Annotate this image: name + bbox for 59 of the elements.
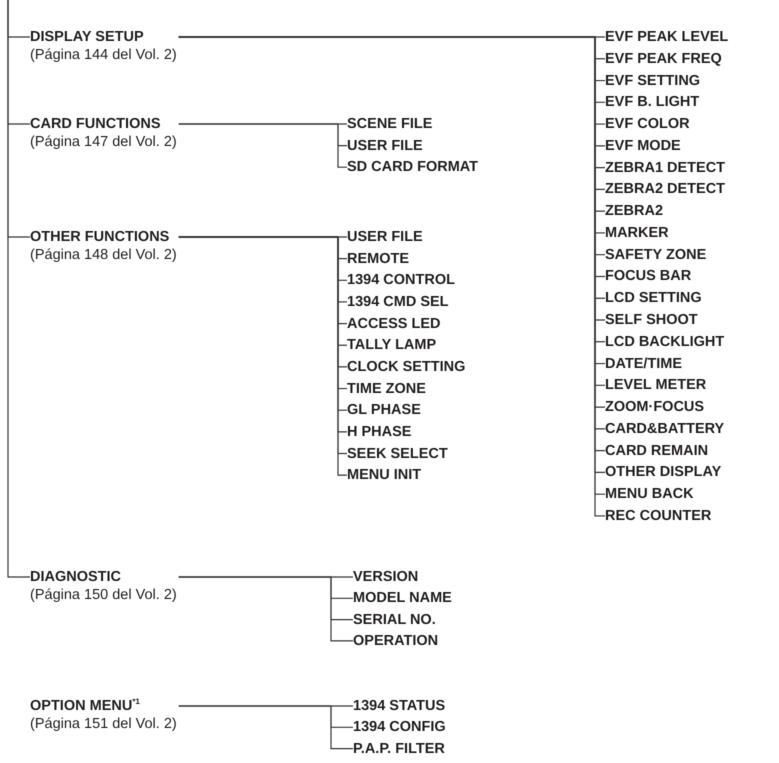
connector-line xyxy=(178,123,347,168)
menu-item: 1394 CMD SEL xyxy=(347,292,449,311)
connector-line xyxy=(178,576,353,642)
menu-item: ZEBRA2 DETECT xyxy=(605,180,726,198)
menu-item: LCD SETTING xyxy=(605,289,702,308)
menu-item: EVF SETTING xyxy=(605,72,700,90)
connector-line xyxy=(7,0,30,578)
menu-item: EVF PEAK LEVEL xyxy=(605,28,728,46)
menu-heading: CARD FUNCTIONS xyxy=(30,115,162,133)
menu-heading: OTHER FUNCTIONS xyxy=(30,228,170,246)
menu-item: MARKER xyxy=(605,224,669,242)
menu-item: REC COUNTER xyxy=(605,506,712,525)
menu-item: MODEL NAME xyxy=(353,589,452,608)
menu-item: ZEBRA1 DETECT xyxy=(605,158,726,177)
connector-line xyxy=(178,705,353,750)
menu-heading: DIAGNOSTIC xyxy=(30,568,122,586)
page-reference: (Página 151 del Vol. 2) xyxy=(30,715,177,733)
menu-item: GL PHASE xyxy=(347,401,421,420)
menu-item: 1394 CONFIG xyxy=(353,718,446,736)
menu-item: EVF PEAK FREQ xyxy=(605,50,722,68)
menu-item: SCENE FILE xyxy=(347,115,432,133)
menu-heading: OPTION MENU$^{*1}$ xyxy=(30,697,141,715)
menu-heading: DISPLAY SETUP xyxy=(30,28,145,46)
menu-item: OPERATION xyxy=(353,632,438,650)
menu-item: SERIAL NO. xyxy=(353,610,436,629)
menu-item: FOCUS BAR xyxy=(605,267,692,286)
menu-item: USER FILE xyxy=(347,136,423,155)
menu-item: USER FILE xyxy=(347,228,423,246)
menu-item: TIME ZONE xyxy=(347,380,426,398)
menu-item: MENU INIT xyxy=(347,466,422,484)
menu-item: EVF MODE xyxy=(605,136,681,155)
menu-item: SELF SHOOT xyxy=(605,311,698,329)
menu-item: CARD&BATTERY xyxy=(605,420,724,438)
page-reference: (Página 147 del Vol. 2) xyxy=(30,133,177,151)
menu-item: 1394 CONTROL xyxy=(347,271,455,290)
menu-item: SEEK SELECT xyxy=(347,444,448,462)
menu-item: DATE/TIME xyxy=(605,354,682,373)
menu-item: H PHASE xyxy=(347,422,412,441)
page-reference: (Página 150 del Vol. 2) xyxy=(30,586,177,604)
menu-item: VERSION xyxy=(353,568,418,586)
menu-item: TALLY LAMP xyxy=(347,336,436,354)
menu-item: ZEBRA2 xyxy=(605,202,664,220)
page-reference: (Página 148 del Vol. 2) xyxy=(30,246,177,264)
menu-item: ZOOM·FOCUS xyxy=(605,398,704,416)
menu-item: OTHER DISPLAY xyxy=(605,463,722,482)
menu-item: P.A.P. FILTER xyxy=(353,740,445,758)
menu-item: EVF COLOR xyxy=(605,115,690,134)
menu-item: ACCESS LED xyxy=(347,314,440,333)
menu-item: REMOTE xyxy=(347,250,410,268)
menu-item: LEVEL METER xyxy=(605,376,706,394)
page-reference: (Página 144 del Vol. 2) xyxy=(30,46,177,64)
menu-item: EVF B. LIGHT xyxy=(605,93,700,112)
menu-item: MENU BACK xyxy=(605,485,694,504)
menu-item: CARD REMAIN xyxy=(605,442,708,460)
menu-item: LCD BACKLIGHT xyxy=(605,332,724,351)
menu-item: CLOCK SETTING xyxy=(347,358,466,376)
menu-item: SAFETY ZONE xyxy=(605,246,706,264)
menu-item: 1394 STATUS xyxy=(353,697,446,715)
menu-item: SD CARD FORMAT xyxy=(347,158,478,176)
